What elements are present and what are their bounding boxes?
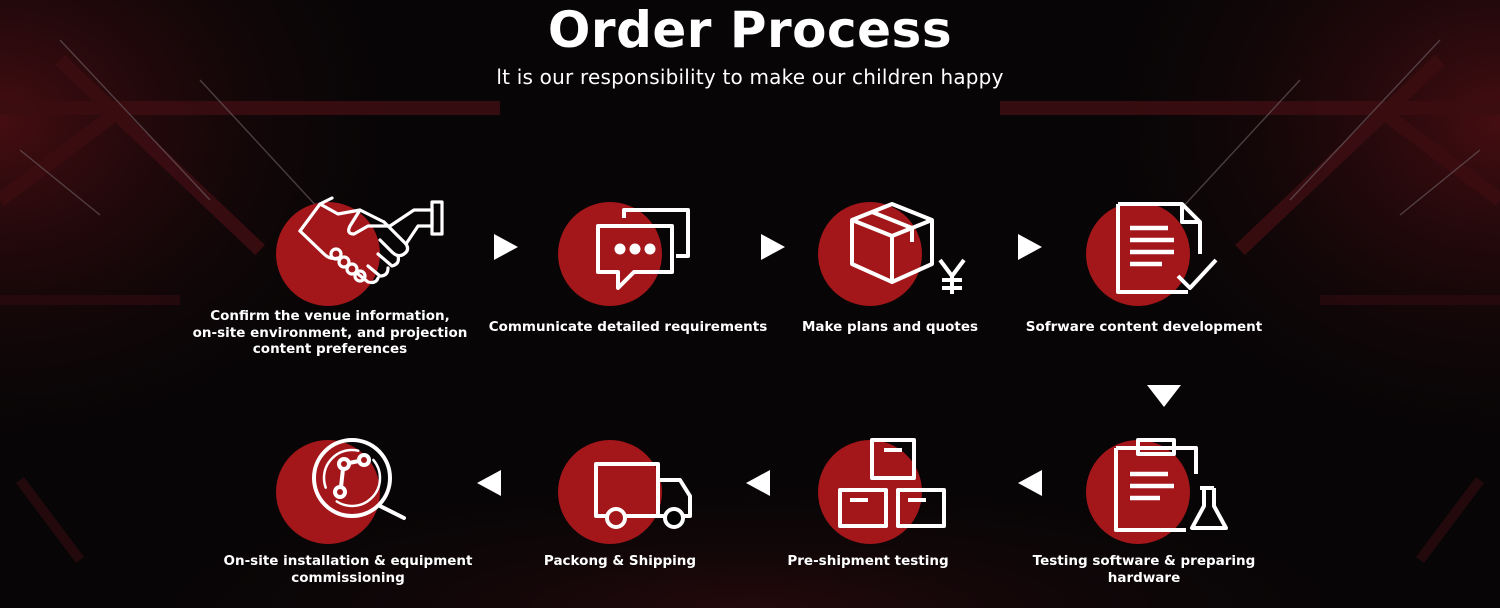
delivery-truck-icon — [594, 462, 692, 529]
clipboard-flask-icon — [1114, 438, 1228, 532]
page-subtitle: lt is our responsibility to make our chi… — [496, 65, 1004, 89]
red-circle — [558, 202, 662, 306]
magnifier-network-icon — [312, 438, 406, 520]
step-2-label: Communicate detailed requirements — [488, 319, 768, 335]
right-arrow-icon — [761, 234, 785, 260]
left-arrow-icon — [477, 470, 501, 496]
step-2-icon-group — [558, 196, 718, 316]
step-6-icon-group — [818, 434, 978, 554]
step-7-icon-group — [558, 434, 718, 554]
step-8-label: On-site installation & equipment commiss… — [223, 553, 473, 586]
red-circle — [818, 202, 922, 306]
down-arrow-icon — [1147, 385, 1181, 407]
red-circle — [276, 202, 380, 306]
page-title: Order Process — [547, 1, 953, 59]
left-arrow-icon — [746, 470, 770, 496]
chat-bubbles-icon — [596, 208, 690, 290]
step-5-icon-group — [1086, 434, 1246, 554]
right-arrow-icon — [1018, 234, 1042, 260]
document-check-icon — [1116, 202, 1218, 294]
step-6-label: Pre-shipment testing — [787, 553, 949, 569]
step-3-label: Make plans and quotes — [801, 319, 979, 335]
handshake-icon — [298, 196, 444, 285]
step-5-label: Testing software & preparing hardware — [1032, 553, 1256, 586]
step-3-icon-group — [818, 196, 978, 316]
red-circle — [276, 440, 380, 544]
red-circle — [1086, 440, 1190, 544]
box-yen-icon — [850, 202, 966, 294]
left-arrow-icon — [1018, 470, 1042, 496]
step-1-label: Confirm the venue information, on-site e… — [192, 308, 468, 357]
step-4-label: Sofrware content development — [1025, 319, 1263, 335]
step-4-icon-group — [1086, 196, 1246, 316]
step-8-icon-group — [276, 434, 436, 554]
right-arrow-icon — [494, 234, 518, 260]
stacked-boxes-icon — [838, 438, 946, 528]
step-1-icon-group — [276, 196, 444, 316]
step-7-label: Packong & Shipping — [543, 553, 697, 569]
